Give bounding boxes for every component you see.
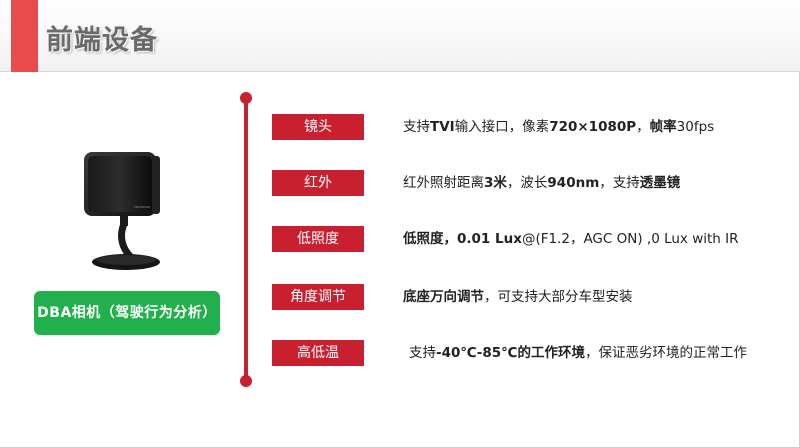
timeline-dot-top [240,92,252,104]
spec-value-segment: ，保证恶劣环境的正常工作 [584,345,747,361]
timeline-line [244,97,248,381]
spec-value-segment: 3米 [484,175,507,191]
spec-value-segment: 低照度，0.01 Lux [403,231,522,247]
spec-value: 底座万向调节，可支持大部分车型安装 [403,284,633,310]
spec-value-segment: 30fps [676,119,715,135]
camera-face [88,156,152,212]
spec-value: 支持-40℃-85℃的工作环境，保证恶劣环境的正常工作 [409,340,747,366]
timeline-dot-bottom [240,375,252,387]
camera-side [152,156,160,214]
spec-tag: 镜头 [272,114,364,140]
spec-value-segment: 支持 [409,345,436,361]
spec-value-segment: 底座万向调节 [403,289,484,305]
header-accent-bar [11,0,38,72]
spec-value-segment: TVI [430,119,455,135]
spec-value-segment: ， [636,119,650,135]
spec-tag: 红外 [272,170,364,196]
camera-stand [118,220,134,260]
spec-value-segment: 720×1080P [549,119,637,135]
spec-tag: 高低温 [272,340,364,366]
spec-value-segment: 940nm [547,175,600,191]
spec-value-segment: 透墨镜 [639,175,681,191]
spec-value-segment: ，可支持大部分车型安装 [484,289,633,305]
spec-value: 低照度，0.01 Lux@(F1.2，AGC ON) ,0 Lux with I… [403,226,739,252]
spec-value: 红外照射距离3米，波长940nm，支持透墨镜 [403,170,680,196]
product-label: DBA相机（驾驶行为分析） [34,291,220,335]
spec-value-segment: -40℃-85℃的工作环境 [436,345,585,361]
page-title: 前端设备 [46,25,158,56]
spec-value-segment: ，波长 [506,175,548,191]
spec-tag: 低照度 [272,226,364,252]
camera-brand-mark: HIKVISION [134,205,149,209]
spec-value-segment: 帧率 [649,119,677,135]
dba-camera-image: HIKVISION [84,152,160,270]
spec-value-segment: ，支持 [599,175,640,191]
spec-value-segment: 支持 [403,119,430,135]
spec-value-segment: @(F1.2，AGC ON) ,0 Lux with IR [521,231,739,247]
spec-value-segment: 红外照射距离 [403,175,484,191]
spec-value: 支持TVI输入接口，像素720×1080P，帧率30fps [403,114,714,140]
spec-tag: 角度调节 [272,284,364,310]
header-band: 前端设备 [0,0,800,72]
spec-value-segment: 输入接口，像素 [454,119,550,135]
